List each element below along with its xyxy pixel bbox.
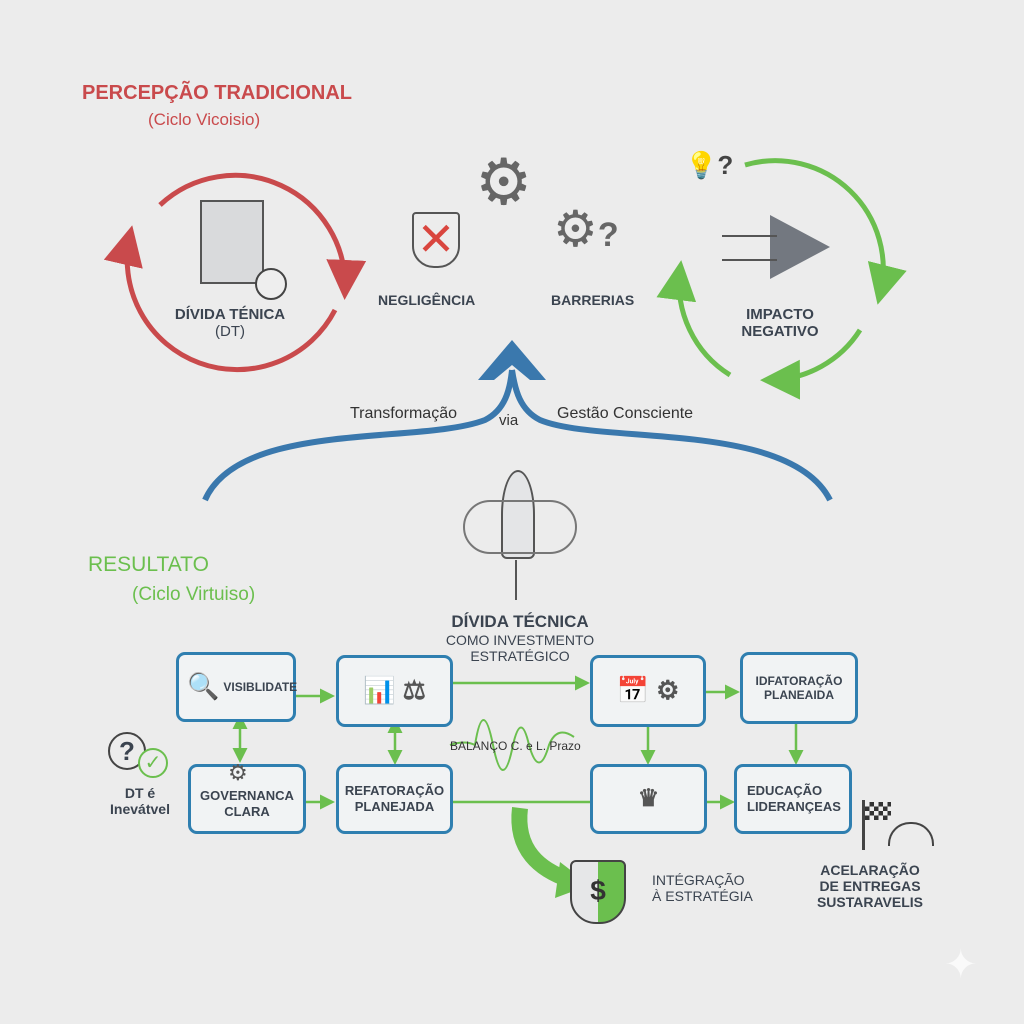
gear-question-icon: ⚙? (553, 201, 619, 257)
acceleration-line1: ACELARAÇÃO (820, 862, 920, 878)
planning-chart-box[interactable]: 📊 ⚖ (336, 655, 453, 727)
calendar-tools-box[interactable]: 📅 ⚙ (590, 655, 706, 727)
center-line2: COMO INVESTMENTO (445, 631, 595, 648)
refactor2-line2: PLANEAIDA (763, 688, 834, 702)
impact-line2: NEGATIVO (741, 323, 819, 341)
lightbulb-question-icon: 💡? (685, 150, 734, 180)
shield-x-icon: ✕ (412, 212, 460, 268)
speed-lines-icon (722, 235, 777, 261)
sparkle-icon: ✦ (944, 943, 978, 987)
center-line3: ESTRATÉGICO (470, 647, 570, 664)
leadership-thought-box[interactable]: ♛ (590, 764, 707, 834)
center-line1: DÍVIDA TÉCNICA (451, 612, 589, 631)
clock-icon (255, 268, 287, 300)
refactor2-line1: IDFATORAÇÃO (755, 673, 843, 688)
integration-line1: INTÉGRAÇÃO (652, 872, 745, 888)
governance-line2: CLARA (224, 804, 270, 819)
refactor-line1: REFATORAÇÃO (344, 783, 445, 799)
chart-flow-gavel-icon: 📊 ⚖ (363, 675, 426, 706)
acceleration-line2: DE ENTREGAS (819, 878, 921, 895)
transformation-arrow (202, 340, 833, 502)
acceleration-label: ACELARAÇÃO DE ENTREGAS SUSTARAVELIS (810, 862, 930, 910)
education-line1: EDUCAÇÃO (747, 783, 823, 799)
education-line2: LIDERANÇEAS (747, 799, 841, 814)
inevitable-line1: DT é (124, 785, 156, 801)
integration-label: INTÉGRAÇÃO À ESTRATÉGIA (652, 872, 753, 904)
flow-connectors (232, 675, 804, 810)
building-clock-icon (200, 200, 264, 284)
thought-crown-icon: ♛ (637, 784, 660, 812)
result-title: RESULTATO (88, 553, 209, 576)
inevitable-line2: Inevátvel (110, 801, 170, 818)
refactor-line2: PLANEJADA (354, 799, 435, 814)
inevitable-label: DT é Inevátvel (100, 785, 180, 817)
speed-arrow-icon (770, 215, 830, 279)
negligence-label: NEGLIGÊNCIA (378, 292, 476, 308)
impact-label: IMPACTO NEGATIVO (725, 306, 835, 341)
visibility-box[interactable]: 🔍 VISIBLIDATE (176, 652, 298, 722)
traditional-title: PERCEPÇÃO TRADICIONAL (82, 82, 353, 104)
transform-right-text: Gestão Consciente (557, 405, 694, 422)
shield-dollar-icon: $ (570, 860, 626, 924)
checkered-flag-icon (862, 800, 865, 850)
barriers-label: BARRERIAS (551, 292, 635, 308)
visibility-label: VISIBLIDATE (223, 679, 298, 694)
integration-line2: À ESTRATÉGIA (652, 888, 753, 905)
impact-cycle-arrows (656, 158, 907, 400)
calendar-wrench-gear-icon: 📅 ⚙ (616, 675, 680, 706)
governance-line1: GOVERNANCA (200, 788, 294, 804)
center-investment-label: DÍVIDA TÉCNICA COMO INVESTMENTO ESTRATÉG… (440, 612, 600, 664)
impact-line1: IMPACTO (746, 306, 814, 323)
magnifier-icon: 🔍 (187, 671, 220, 702)
result-subtitle: (Ciclo Virtuiso) (132, 584, 256, 605)
transform-via-text: via (499, 412, 519, 429)
flag-cloth (865, 802, 891, 820)
debt-cycle-label: DÍVIDA TÉNICA (DT) (160, 306, 300, 341)
gears-icon: ⚙ (228, 760, 248, 785)
transform-left-text: Transformação (350, 405, 457, 422)
acceleration-line3: SUSTARAVELIS (816, 894, 924, 911)
balance-label: BALANÇO C. e L. Prazo (450, 739, 581, 753)
debt-label-line1: DÍVIDA TÉNICA (174, 306, 286, 323)
traditional-subtitle: (Ciclo Vicoisio) (148, 110, 261, 129)
broken-gears-icon: ⚙ (475, 146, 533, 218)
debt-label-line2: (DT) (215, 323, 245, 341)
rocket-tree-icon (463, 470, 577, 605)
check-icon: ✓ (138, 748, 168, 778)
vicious-cycle-arrows (103, 172, 367, 373)
